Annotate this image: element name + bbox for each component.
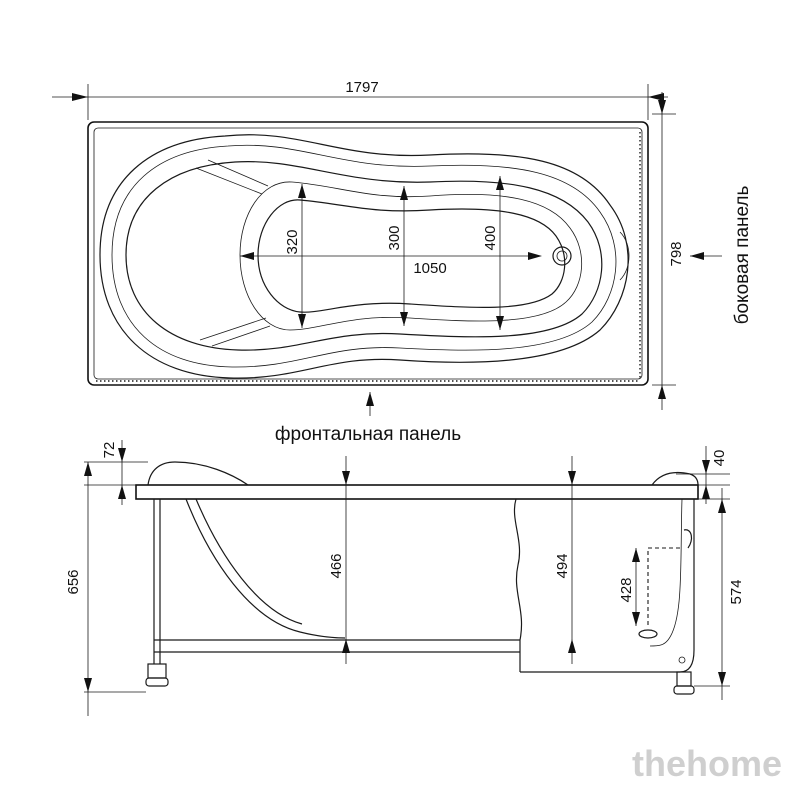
arrow-icon — [718, 499, 726, 513]
tub-outer-rim — [87, 121, 649, 386]
basin-outer-contour — [99, 134, 629, 379]
arrow-icon — [528, 252, 542, 260]
arrow-icon — [72, 93, 88, 101]
arrow-icon — [496, 316, 504, 330]
width-middle-dimension-label: 300 — [386, 225, 403, 250]
rim-top-label: 72 — [101, 442, 118, 459]
headrest-line — [211, 325, 271, 347]
side-view: 428 466 494 72 656 40 — [65, 440, 745, 716]
length-dimension-label: 1797 — [345, 79, 378, 96]
arrow-icon — [658, 385, 666, 399]
arrow-icon — [118, 448, 126, 462]
basin-floor-outer — [239, 181, 582, 331]
right-foot-pad — [673, 685, 695, 695]
headrest-profile — [147, 461, 249, 486]
arrow-icon — [690, 252, 704, 260]
overflow-icon — [619, 231, 630, 281]
right-foot — [676, 671, 692, 687]
basin-second-contour — [111, 144, 617, 368]
inner-length-dimension-label: 1050 — [413, 260, 446, 277]
basin-foot-curve — [649, 498, 683, 647]
drain-side-icon — [638, 629, 658, 639]
headrest-line — [195, 167, 263, 195]
front-panel-label: фронтальная панель — [275, 424, 461, 445]
arrow-icon — [84, 462, 92, 476]
arrow-icon — [84, 678, 92, 692]
arrow-icon — [632, 612, 640, 626]
side-panel-label: боковая панель — [732, 185, 753, 324]
total-height-label: 656 — [65, 569, 82, 594]
basin-third-contour — [125, 160, 603, 351]
panel-height-label: 574 — [728, 579, 745, 604]
end-panel — [520, 499, 695, 673]
top-view: 1797 1050 320 300 — [52, 79, 753, 445]
drain-inner-icon — [556, 250, 568, 262]
width-foot-dimension-label: 400 — [482, 225, 499, 250]
headrest-line — [199, 317, 267, 341]
arrow-icon — [702, 460, 710, 474]
arrow-icon — [568, 639, 576, 653]
arrow-icon — [718, 672, 726, 686]
rim-profile — [135, 484, 699, 500]
arrow-icon — [496, 176, 504, 190]
screw-icon — [678, 656, 686, 664]
watermark: thehome — [632, 743, 782, 784]
arrow-icon — [632, 548, 640, 562]
arrow-icon — [342, 639, 350, 653]
arrow-icon — [658, 100, 666, 114]
arrow-icon — [366, 392, 374, 406]
arrow-icon — [400, 186, 408, 200]
basin-body-left-inner — [195, 498, 303, 625]
rim-right-label: 40 — [711, 450, 728, 467]
arrow-icon — [298, 184, 306, 198]
left-foot-pad — [145, 677, 169, 687]
arrow-icon — [342, 471, 350, 485]
arrow-icon — [118, 485, 126, 499]
basin-body-left — [185, 498, 346, 639]
arrow-icon — [702, 485, 710, 499]
arrow-icon — [568, 471, 576, 485]
tub-inner-rim — [93, 127, 643, 380]
arrow-icon — [400, 312, 408, 326]
depth-middle-label: 466 — [328, 553, 345, 578]
headrest-line — [207, 159, 269, 187]
arrow-icon — [240, 252, 254, 260]
overflow-pipe-dashed — [647, 547, 680, 626]
overflow-height-label: 428 — [618, 577, 635, 602]
basin-floor-inner — [257, 199, 566, 313]
left-foot — [147, 663, 167, 679]
cutaway-edge — [513, 498, 523, 672]
depth-right-label: 494 — [554, 553, 571, 578]
arrow-icon — [298, 314, 306, 328]
drain-icon — [552, 246, 572, 266]
width-dimension-label: 798 — [668, 241, 685, 266]
arrow-icon — [648, 93, 664, 101]
width-head-dimension-label: 320 — [284, 229, 301, 254]
overflow-side-icon — [683, 529, 693, 549]
